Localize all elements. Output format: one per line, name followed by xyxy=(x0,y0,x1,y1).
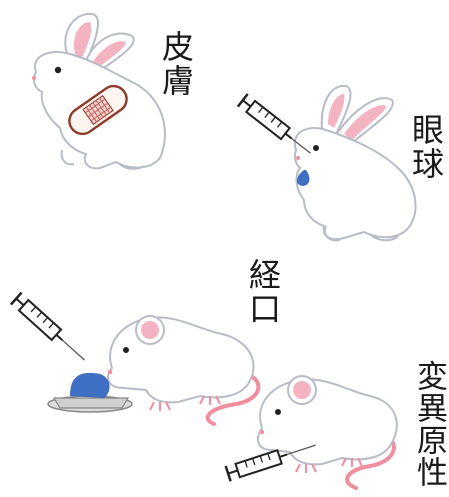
rabbit-skin-test xyxy=(32,12,166,170)
syringe-mutagenicity xyxy=(224,444,316,482)
syringe-oral xyxy=(9,291,86,361)
label-mutagenicity: 変異原性 xyxy=(411,360,447,488)
rat-oral-test xyxy=(9,291,261,426)
label-eye: 眼球 xyxy=(407,113,445,181)
syringe-eye xyxy=(236,93,311,154)
label-oral: 経口 xyxy=(244,258,282,326)
label-skin: 皮膚 xyxy=(157,30,195,98)
bandage-patch xyxy=(68,84,128,136)
rat-mutagenicity-test xyxy=(224,375,398,490)
eye-drop xyxy=(296,170,310,186)
feeding-dish xyxy=(47,372,133,413)
rabbit-eye-test xyxy=(236,84,417,242)
